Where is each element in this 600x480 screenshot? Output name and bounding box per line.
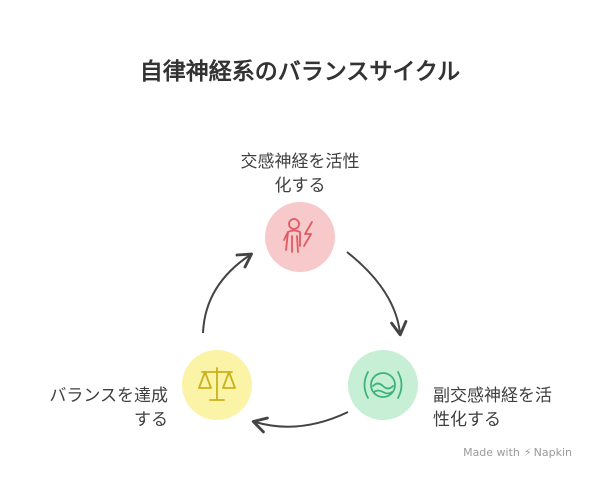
napkin-watermark: Made with⚡Napkin <box>463 446 572 459</box>
arrow-left-to-top <box>202 252 253 334</box>
label-balance: バランスを達成 する <box>49 386 168 430</box>
label-parasympathetic: 副交感神経を活 性化する <box>433 386 552 430</box>
arrow-top-to-right <box>346 251 408 337</box>
arrow-right-to-left <box>251 411 349 434</box>
node-balance <box>182 350 252 420</box>
label-sympathetic: 交感神経を活性 化する <box>240 152 360 196</box>
energetic-person-lightning-icon <box>283 218 313 253</box>
calm-waves-icon <box>363 371 403 399</box>
page-title: 自律神経系のバランスサイクル <box>139 59 461 85</box>
balance-scale-icon <box>198 367 236 401</box>
napkin-logo-icon: ⚡ <box>523 446 532 459</box>
node-parasympathetic <box>348 350 418 420</box>
node-sympathetic <box>265 202 335 272</box>
